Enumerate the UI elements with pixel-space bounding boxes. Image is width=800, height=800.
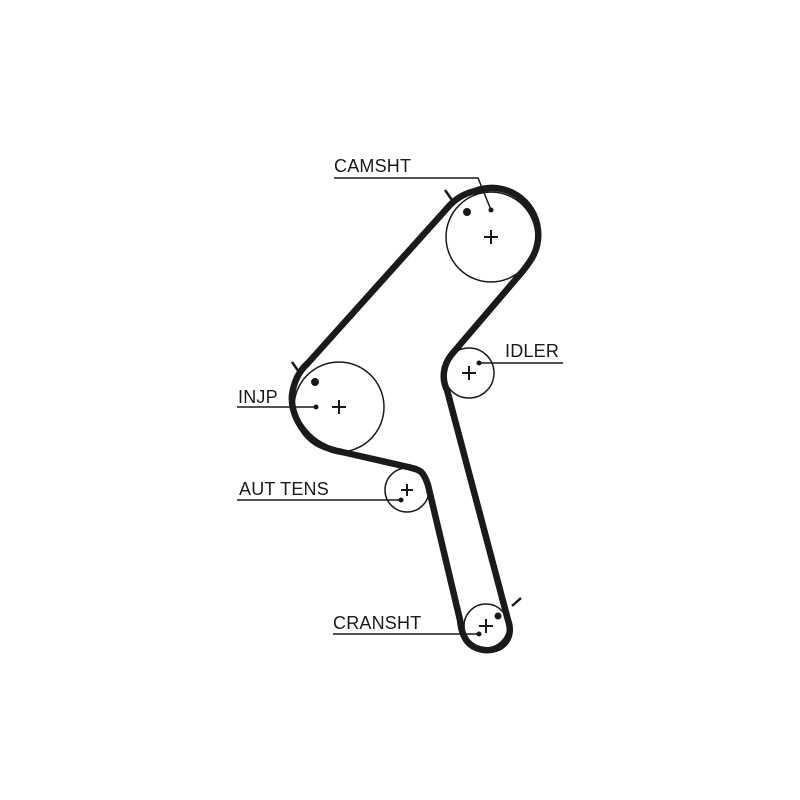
label-idler: IDLER xyxy=(505,341,560,361)
leader-line-camshaft xyxy=(334,177,494,213)
label-crankshaft: CRANSHT xyxy=(333,613,422,633)
crankshaft-pulley xyxy=(463,603,509,649)
timing-mark-dot xyxy=(311,378,319,386)
auto-tensioner-pulley xyxy=(384,467,430,513)
center-cross-icon xyxy=(479,619,493,633)
timing-mark-dot xyxy=(463,208,471,216)
center-cross-icon xyxy=(462,366,476,380)
label-injection-pump: INJP xyxy=(238,387,278,407)
timing-mark-tick xyxy=(511,597,522,607)
timing-mark-dot xyxy=(494,612,502,620)
idler-pulley xyxy=(443,347,495,399)
label-camshaft: CAMSHT xyxy=(334,156,412,176)
leader-line-aut-tens xyxy=(237,497,404,503)
timing-mark-tick xyxy=(443,189,454,201)
camshaft-pulley xyxy=(445,191,537,283)
leader-line-cranksht xyxy=(333,631,482,637)
leader-line-idler xyxy=(476,360,563,366)
timing-mark-tick xyxy=(290,361,301,373)
leader-line-injp xyxy=(237,404,319,410)
label-auto-tensioner: AUT TENS xyxy=(239,479,329,499)
center-cross-icon xyxy=(484,230,498,244)
center-cross-icon xyxy=(332,400,346,414)
center-cross-icon xyxy=(401,484,413,496)
timing-belt xyxy=(288,184,542,654)
